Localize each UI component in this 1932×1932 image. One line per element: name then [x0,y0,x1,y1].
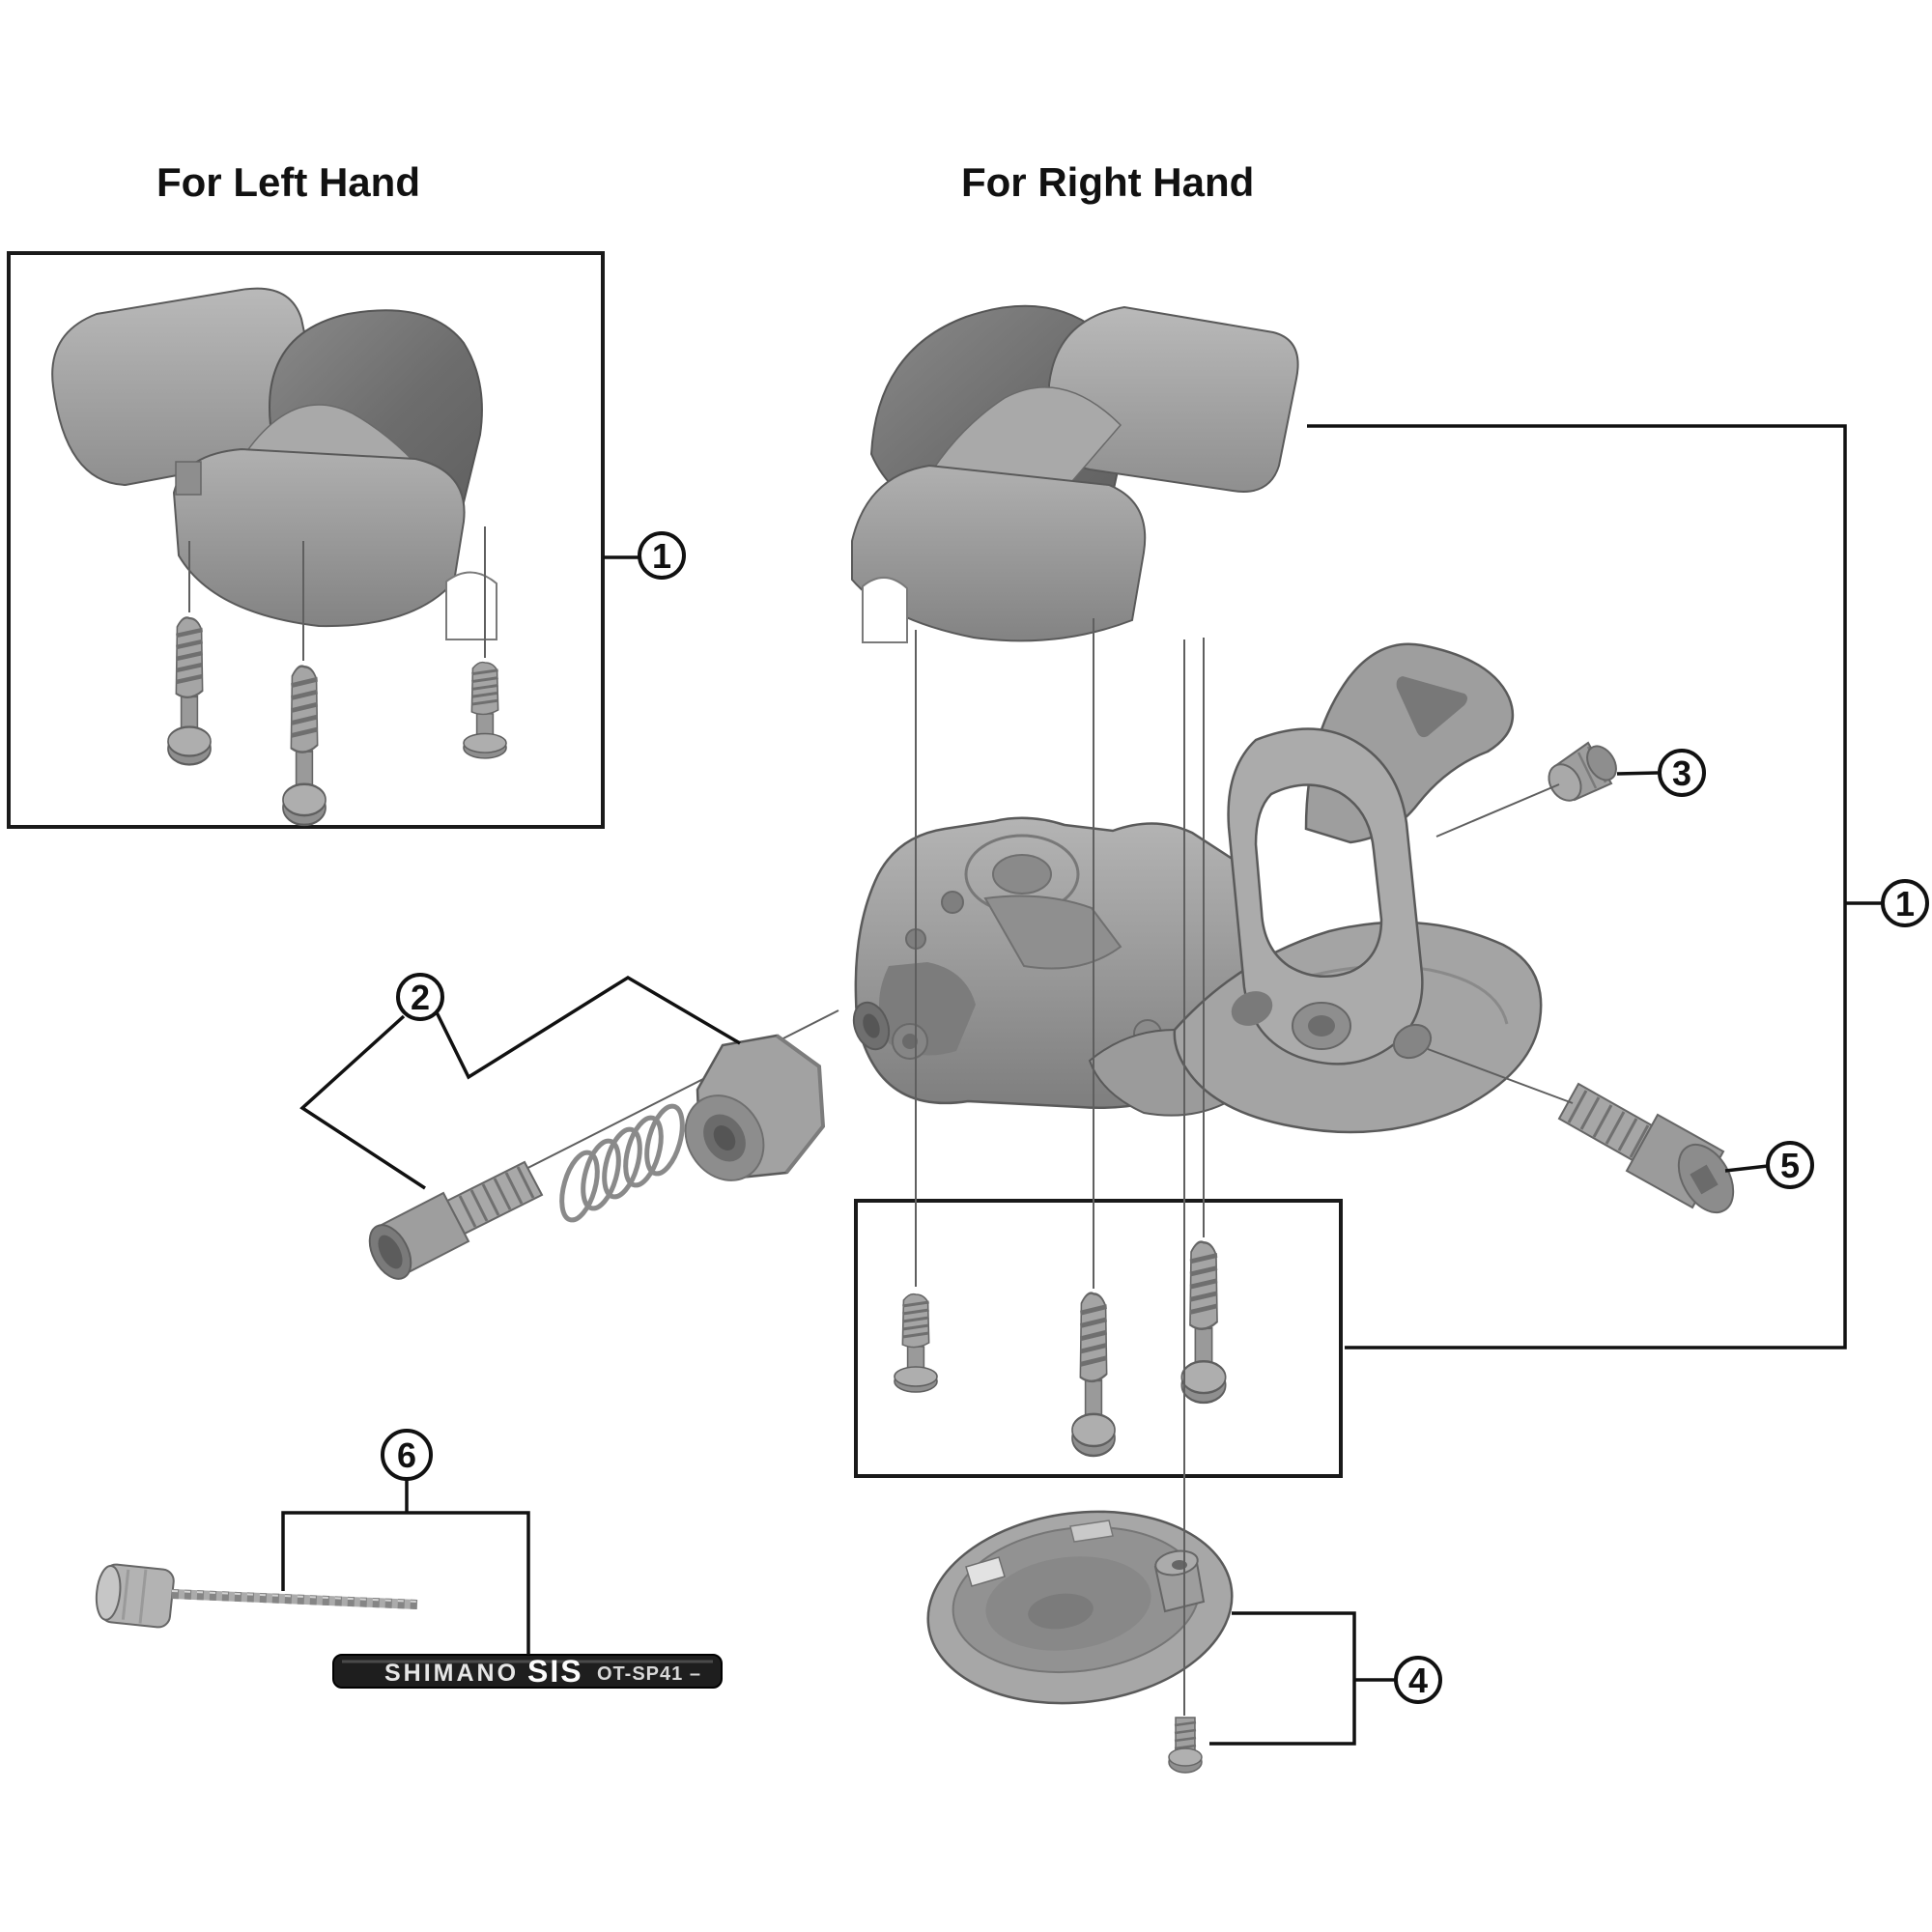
mount-screw [1181,1242,1225,1403]
leader-lines [188,526,1574,1716]
callout-cable: 6 [381,1429,433,1481]
casing-print-series: SIS [527,1654,583,1689]
right-cover [851,304,1299,643]
callout-clamp-bolt: 5 [1766,1141,1814,1189]
callout-number: 2 [411,978,430,1017]
left-cover-screw [168,617,211,764]
callout-brackets [281,424,1882,1746]
adjuster-spring [559,1103,685,1223]
adjuster-nut [684,1034,826,1181]
callout-left-cover: 1 [638,531,686,580]
callout-adjuster: 2 [396,973,444,1021]
left-cover-skirt [172,447,466,628]
callout-number: 3 [1672,753,1691,793]
callout-right-shifter: 1 [1881,879,1929,927]
cable-end [95,1563,175,1629]
left-cover-screw [283,667,326,825]
callout-number: 1 [1895,884,1915,923]
clamp-band [1227,727,1433,1065]
callout-number: 5 [1780,1146,1800,1185]
right-hand-title: For Right Hand [961,159,1254,205]
callout-end-plug: 3 [1658,749,1706,797]
adjuster-bolt [368,1160,544,1280]
clamp-bolt [1557,1082,1735,1214]
left-cover-screw-boss [175,461,202,496]
right-cover-skirt [851,464,1147,642]
casing-print-brand: SHIMANO [384,1660,519,1687]
mount-screw [893,1293,939,1394]
outer-casing: SHIMANO SIS OT-SP41 – [332,1654,723,1689]
inner-cable [171,1589,418,1609]
right-screws-box [854,1199,1343,1478]
mount-screw [1072,1293,1115,1456]
callout-number: 6 [397,1435,416,1475]
bottom-cover [926,1510,1234,1705]
end-plug [1548,741,1617,802]
callout-number: 1 [652,536,671,576]
right-cover-cable-notch [862,577,908,643]
left-cover-screw [462,660,508,760]
callout-bottom-cover: 4 [1394,1656,1442,1704]
release-lever-hole [1396,676,1467,738]
left-cover [51,287,497,640]
callout-number: 4 [1408,1661,1428,1700]
left-cover-cable-notch [445,571,497,640]
casing-print-model: OT-SP41 – [597,1663,701,1685]
bottom-cover-screw [1168,1717,1203,1774]
left-hand-title: For Left Hand [156,159,420,205]
left-cover-box [7,251,605,829]
